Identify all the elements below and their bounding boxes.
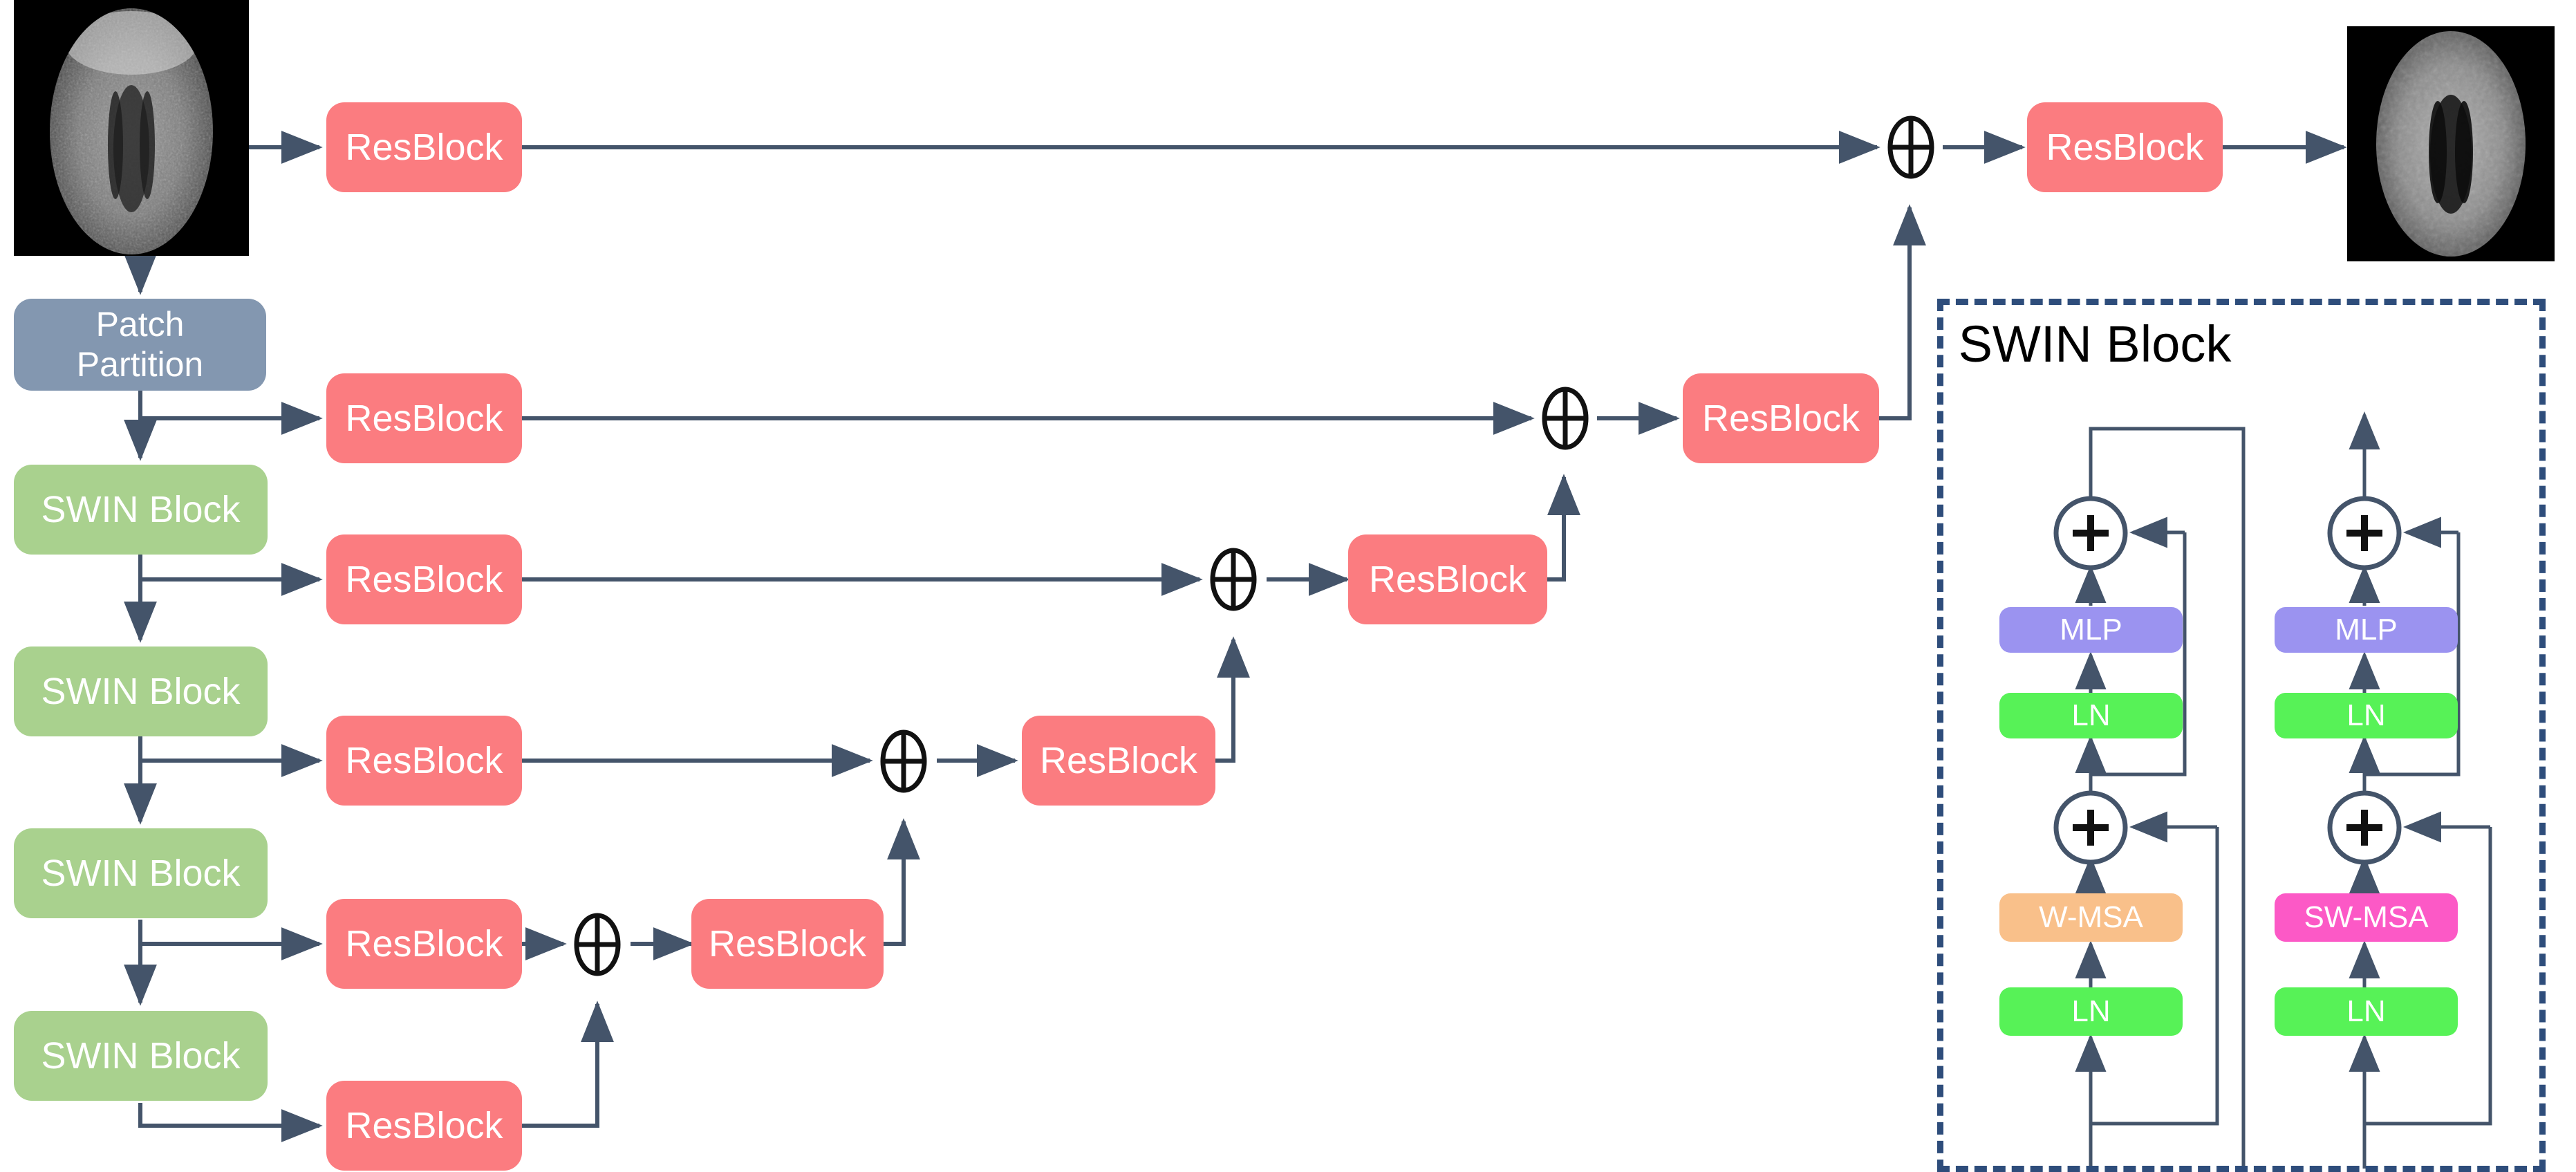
mlp-block-right[interactable]: MLP: [2275, 607, 2458, 653]
plus-circle-icon: [2327, 790, 2402, 865]
merge-node-2[interactable]: [1200, 546, 1267, 613]
skip-resblock-4[interactable]: ResBlock: [326, 899, 522, 989]
sw-msa-block[interactable]: SW-MSA: [2275, 893, 2458, 942]
decoder-resblock-0[interactable]: ResBlock: [2027, 102, 2223, 192]
skip-resblock-5[interactable]: ResBlock: [326, 1081, 522, 1171]
output-brain-mri: [2347, 26, 2555, 261]
decoder-resblock-3[interactable]: ResBlock: [1022, 716, 1215, 806]
oplus-icon: [1210, 548, 1257, 611]
patch-partition-block[interactable]: Patch Partition: [14, 299, 266, 391]
plus-circle-icon: [2053, 496, 2128, 570]
oplus-icon: [1542, 387, 1589, 450]
swin-block-2[interactable]: SWIN Block: [14, 647, 268, 736]
merge-node-4[interactable]: [564, 911, 631, 978]
ln-block-left-upper[interactable]: LN: [1999, 693, 2183, 738]
oplus-icon: [574, 913, 621, 976]
patch-partition-line-1: Patch: [95, 305, 185, 344]
input-brain-mri: [14, 0, 249, 256]
decoder-resblock-4[interactable]: ResBlock: [691, 899, 884, 989]
swin-block-4[interactable]: SWIN Block: [14, 1011, 268, 1101]
swin-block-detail-title: SWIN Block: [1958, 315, 2232, 373]
oplus-icon: [1887, 115, 1934, 179]
plus-circle-icon: [2053, 790, 2128, 865]
skip-resblock-2[interactable]: ResBlock: [326, 534, 522, 624]
swin-block-detail-panel: [1937, 299, 2546, 1172]
residual-add-left-upper[interactable]: [2050, 492, 2131, 574]
mlp-block-left[interactable]: MLP: [1999, 607, 2183, 653]
decoder-resblock-2[interactable]: ResBlock: [1348, 534, 1547, 624]
merge-node-1[interactable]: [1532, 385, 1598, 452]
plus-circle-icon: [2327, 496, 2402, 570]
skip-resblock-0[interactable]: ResBlock: [326, 102, 522, 192]
ln-block-right-upper[interactable]: LN: [2275, 693, 2458, 738]
merge-node-0[interactable]: [1878, 114, 1944, 180]
ln-block-right-lower[interactable]: LN: [2275, 987, 2458, 1036]
swin-block-1[interactable]: SWIN Block: [14, 465, 268, 555]
residual-add-left-lower[interactable]: [2050, 787, 2131, 868]
w-msa-block[interactable]: W-MSA: [1999, 893, 2183, 942]
merge-node-3[interactable]: [870, 728, 937, 794]
skip-resblock-3[interactable]: ResBlock: [326, 716, 522, 806]
decoder-resblock-1[interactable]: ResBlock: [1683, 373, 1879, 463]
skip-resblock-1[interactable]: ResBlock: [326, 373, 522, 463]
oplus-icon: [880, 729, 927, 793]
residual-add-right-lower[interactable]: [2324, 787, 2405, 868]
patch-partition-line-2: Partition: [76, 344, 204, 384]
residual-add-right-upper[interactable]: [2324, 492, 2405, 574]
ln-block-left-lower[interactable]: LN: [1999, 987, 2183, 1036]
swin-block-3[interactable]: SWIN Block: [14, 828, 268, 918]
